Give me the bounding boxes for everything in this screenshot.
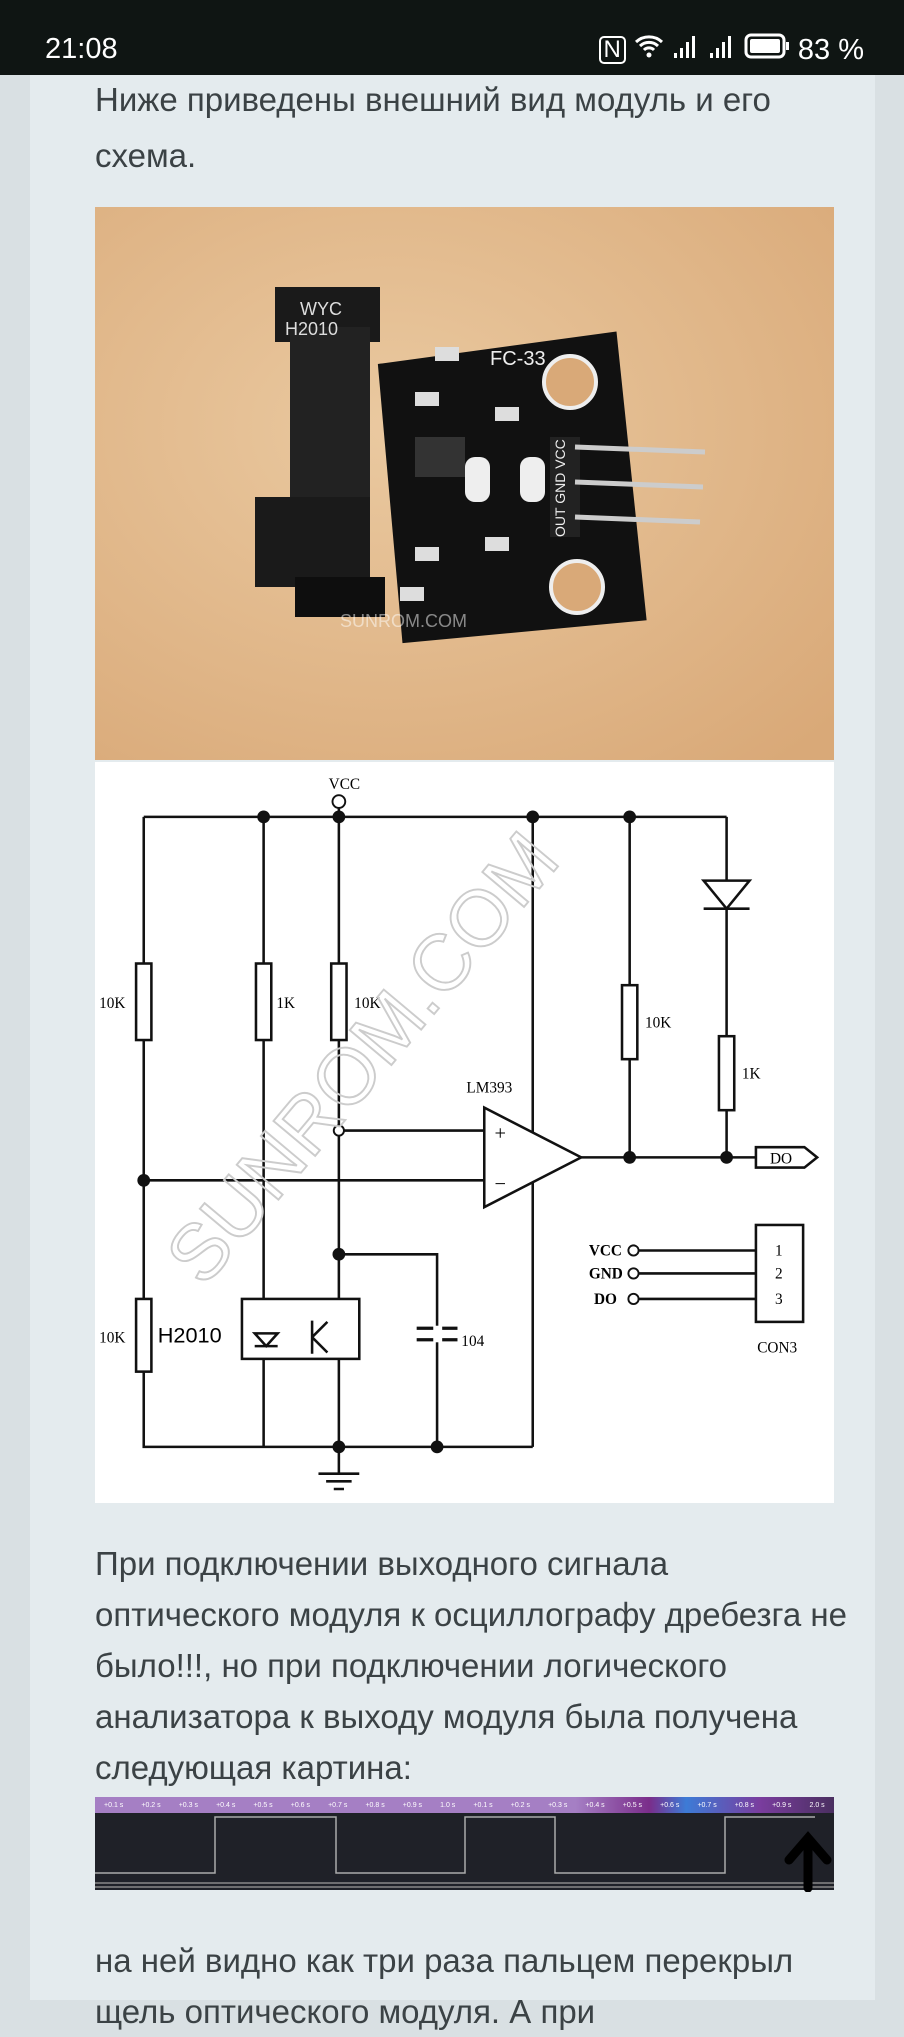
board-label: FC-33 (490, 348, 546, 370)
clock: 21:08 (45, 33, 118, 65)
wifi-icon (634, 33, 664, 67)
resistor-label: 1K (742, 1065, 761, 1082)
time-tick-label: +0.6 s (660, 1801, 680, 1809)
signal-icon (708, 34, 736, 67)
time-tick-label: 1.0 s (440, 1801, 456, 1809)
capacitor-label: 104 (461, 1333, 484, 1350)
signal-trace (95, 1816, 815, 1874)
resistor-label: 1K (276, 995, 295, 1012)
module-photo: WYC H2010 FC-33 OUT GND VCC SUNROM.COM (95, 207, 834, 760)
logic-analyzer-capture: +0.1 s +0.2 s +0.3 s +0.4 s +0.5 s +0.6 s +0.7… (95, 1797, 834, 1892)
minus-sign: − (494, 1174, 506, 1196)
plus-sign: + (494, 1123, 506, 1145)
output-label: DO (770, 1151, 792, 1168)
time-tick-label: +0.2 s (141, 1801, 161, 1809)
vcc-label: VCC (329, 776, 360, 793)
connector-label: CON3 (757, 1340, 797, 1357)
time-tick-label: +0.7 s (328, 1801, 348, 1809)
pin-number: 2 (775, 1266, 783, 1283)
pin-label: DO (594, 1291, 617, 1308)
paragraph-1: При подключении выходного сигнала оптиче… (95, 1545, 847, 1786)
time-tick-label: +0.4 s (216, 1801, 236, 1809)
nfc-icon: N (598, 36, 626, 64)
schematic-diagram: VCC 10K 1K 10K 10K 1K 10K LM393 H2010 10… (95, 762, 834, 1503)
resistor-label: 10K (99, 995, 125, 1012)
time-tick-label: +0.8 s (734, 1801, 755, 1809)
watermark: SUNROM.COM (340, 611, 467, 631)
battery-icon (744, 33, 790, 67)
time-tick-label: +0.9 s (402, 1801, 423, 1809)
time-tick-label: +0.5 s (253, 1801, 273, 1809)
sensor-label: H2010 (158, 1322, 222, 1347)
pin-label: VCC (589, 1243, 622, 1260)
battery-percent: 83 % (797, 33, 864, 66)
resistor-label: 10K (354, 995, 380, 1012)
resistor-label: 10K (645, 1014, 671, 1031)
pin-number: 3 (775, 1291, 783, 1308)
resistor-label: 10K (99, 1329, 125, 1346)
time-tick-label: 2.0 s (809, 1801, 825, 1809)
pin-number: 1 (775, 1243, 783, 1260)
pin-labels: OUT GND VCC (552, 439, 568, 537)
time-tick-label: +0.7 s (697, 1801, 717, 1809)
pin-label: GND (589, 1266, 623, 1283)
time-tick-label: +0.3 s (548, 1801, 568, 1809)
time-tick-label: +0.4 s (585, 1801, 605, 1809)
watermark: SUNROM.COM (149, 815, 576, 1300)
intro-text: Ниже приведены внешний вид модуль и его … (95, 81, 771, 174)
status-bar: 21:08 N 83 % (0, 0, 904, 75)
sensor-label: H2010 (285, 319, 338, 339)
time-tick-label: +0.6 s (290, 1801, 311, 1809)
chip-label: LM393 (466, 1079, 512, 1096)
arrow-up-icon[interactable] (783, 1830, 833, 1892)
paragraph-2: на ней видно как три раза пальцем перекр… (95, 1942, 794, 2030)
time-tick-label: +0.1 s (473, 1801, 493, 1809)
signal-icon (672, 34, 700, 67)
time-tick-label: +0.8 s (365, 1801, 385, 1809)
time-tick-label: +0.5 s (622, 1801, 643, 1809)
time-tick-label: +0.1 s (104, 1801, 124, 1809)
time-ruler: +0.1 s +0.2 s +0.3 s +0.4 s +0.5 s +0.6 s +0.7… (95, 1797, 834, 1813)
time-tick-label: +0.2 s (510, 1801, 530, 1809)
sensor-label: WYC (300, 299, 342, 319)
time-tick-label: +0.9 s (772, 1801, 792, 1809)
time-tick-label: +0.3 s (178, 1801, 198, 1809)
